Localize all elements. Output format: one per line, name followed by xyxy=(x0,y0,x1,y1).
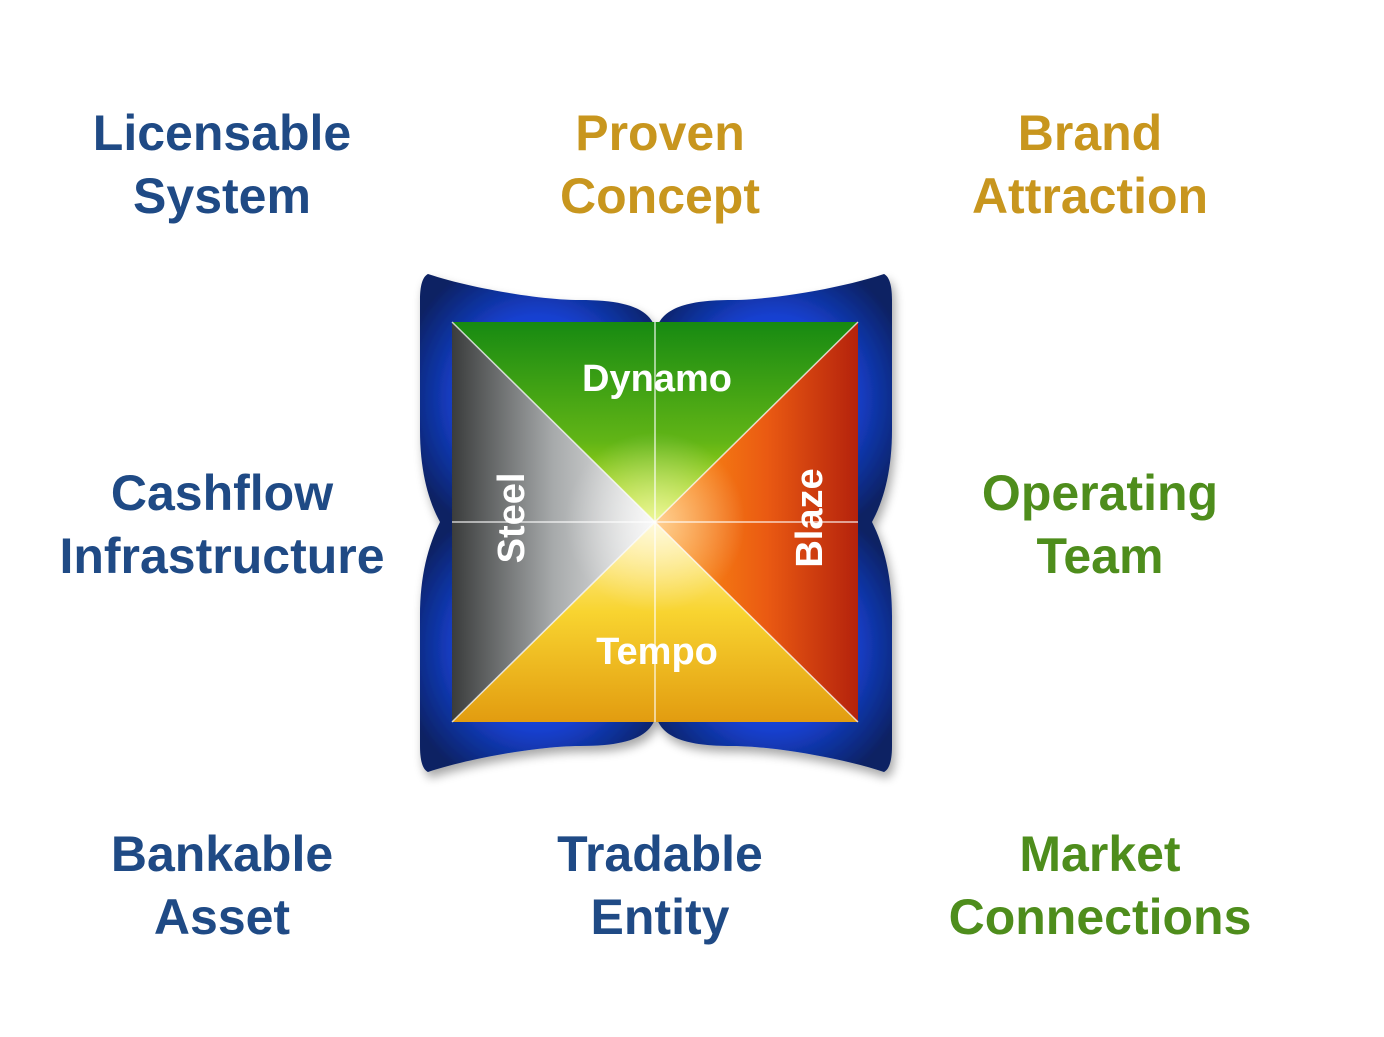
segment-label-dynamo: Dynamo xyxy=(582,358,732,400)
label-tradable-entity: Tradable Entity xyxy=(557,823,763,949)
label-line: Brand xyxy=(1017,105,1163,161)
label-line: Connections xyxy=(948,889,1252,945)
label-line: Asset xyxy=(153,889,291,945)
label-line: Entity xyxy=(590,889,730,945)
segment-label-steel: Steel xyxy=(491,473,533,564)
label-line: Operating xyxy=(981,465,1219,521)
label-line: Team xyxy=(1036,528,1164,584)
label-line: Infrastructure xyxy=(59,528,385,584)
label-line: Bankable xyxy=(110,826,334,882)
label-cashflow-infrastructure: Cashflow Infrastructure xyxy=(59,462,384,588)
label-line: Proven xyxy=(575,105,745,161)
label-brand-attraction: Brand Attraction xyxy=(972,102,1208,228)
segment-label-tempo: Tempo xyxy=(596,631,718,673)
label-proven-concept: Proven Concept xyxy=(560,102,760,228)
label-line: Licensable xyxy=(92,105,352,161)
label-line: Tradable xyxy=(557,826,763,882)
label-line: Concept xyxy=(560,168,760,224)
label-market-connections: Market Connections xyxy=(949,823,1252,949)
divider-lines xyxy=(451,321,859,723)
label-operating-team: Operating Team xyxy=(982,462,1218,588)
label-line: Market xyxy=(1019,826,1181,882)
segment-label-blaze: Blaze xyxy=(789,468,831,567)
label-bankable-asset: Bankable Asset xyxy=(111,823,333,949)
label-licensable-system: Licensable System xyxy=(93,102,351,228)
label-line: System xyxy=(133,168,311,224)
label-line: Cashflow xyxy=(110,465,334,521)
label-line: Attraction xyxy=(971,168,1209,224)
